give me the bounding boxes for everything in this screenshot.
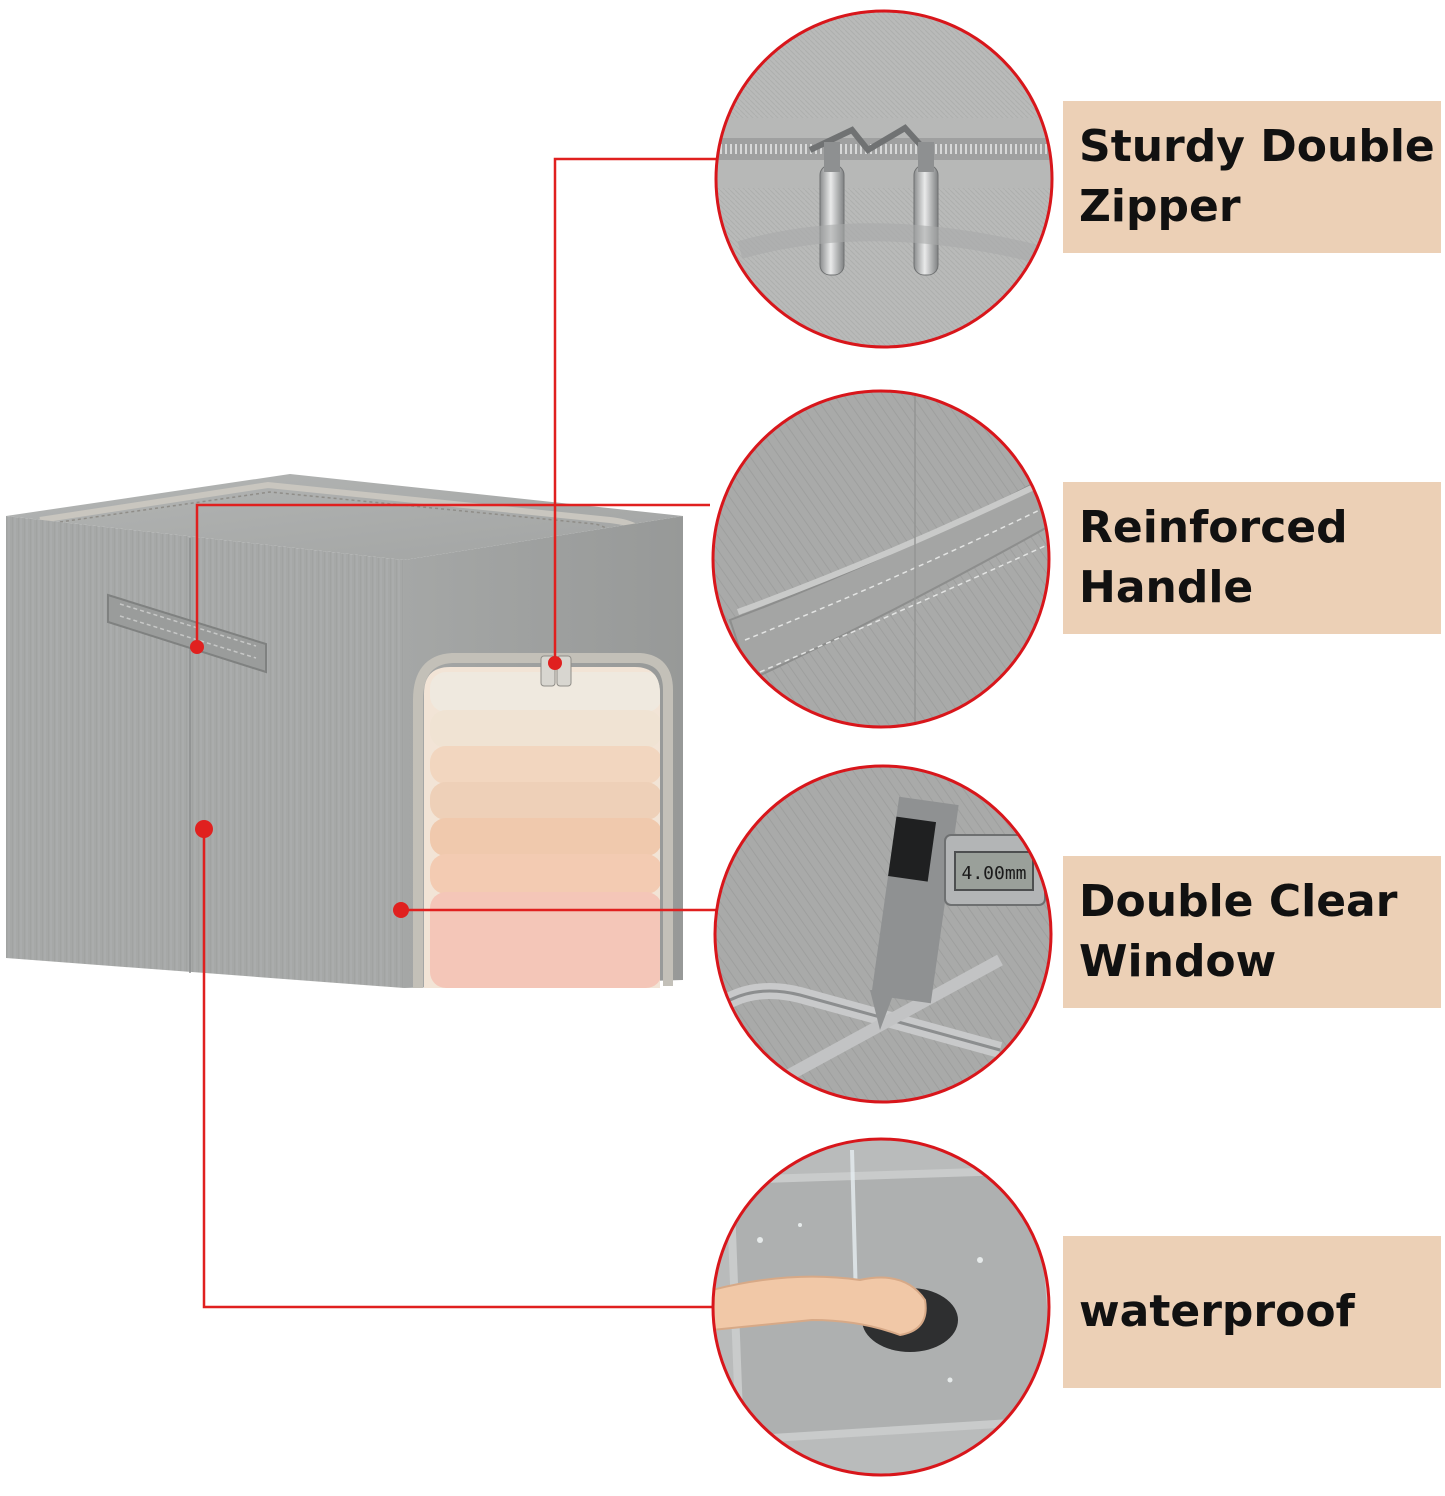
callout-line-waterproof bbox=[202, 829, 712, 1309]
callout-lines bbox=[195, 157, 716, 1309]
feature-label-line: Reinforced bbox=[1079, 502, 1348, 553]
label-bg-window bbox=[1063, 856, 1441, 1008]
feature-label-window: Double Clear Window bbox=[1063, 856, 1441, 1008]
clear-window bbox=[424, 667, 660, 988]
feature-label-waterproof: waterproof bbox=[1063, 1236, 1441, 1388]
dot-zipper bbox=[548, 656, 562, 670]
feature-label-zipper: Sturdy Double Zipper bbox=[1063, 101, 1441, 253]
storage-box-illustration bbox=[6, 474, 683, 988]
label-bg-zipper bbox=[1063, 101, 1441, 253]
callout-dots bbox=[190, 640, 562, 918]
side-handle bbox=[107, 593, 267, 674]
feature-label-line: waterproof bbox=[1079, 1286, 1355, 1337]
label-bg-waterproof bbox=[1063, 1236, 1441, 1388]
dot-window bbox=[393, 902, 409, 918]
callout-line-handle bbox=[195, 503, 710, 647]
feature-label-line: Handle bbox=[1079, 562, 1254, 613]
feature-label-handle: Reinforced Handle bbox=[1063, 482, 1441, 634]
callout-line-zipper bbox=[553, 157, 716, 663]
zipper-pulls-closeup bbox=[714, 9, 1054, 349]
stitched-handle-closeup bbox=[711, 389, 1051, 729]
dot-handle bbox=[190, 640, 204, 654]
caliper-frame-closeup: 4.00mm bbox=[713, 764, 1053, 1104]
feature-label-line: Sturdy Double bbox=[1079, 121, 1435, 172]
caliper-reading: 4.00mm bbox=[961, 863, 1026, 884]
water-wipe-closeup bbox=[711, 1137, 1051, 1477]
feature-label-line: Window bbox=[1079, 936, 1277, 987]
feature-label-line: Zipper bbox=[1079, 181, 1241, 232]
feature-label-line: Double Clear bbox=[1079, 876, 1398, 927]
dot-waterproof bbox=[195, 820, 213, 838]
label-bg-handle bbox=[1063, 482, 1441, 634]
